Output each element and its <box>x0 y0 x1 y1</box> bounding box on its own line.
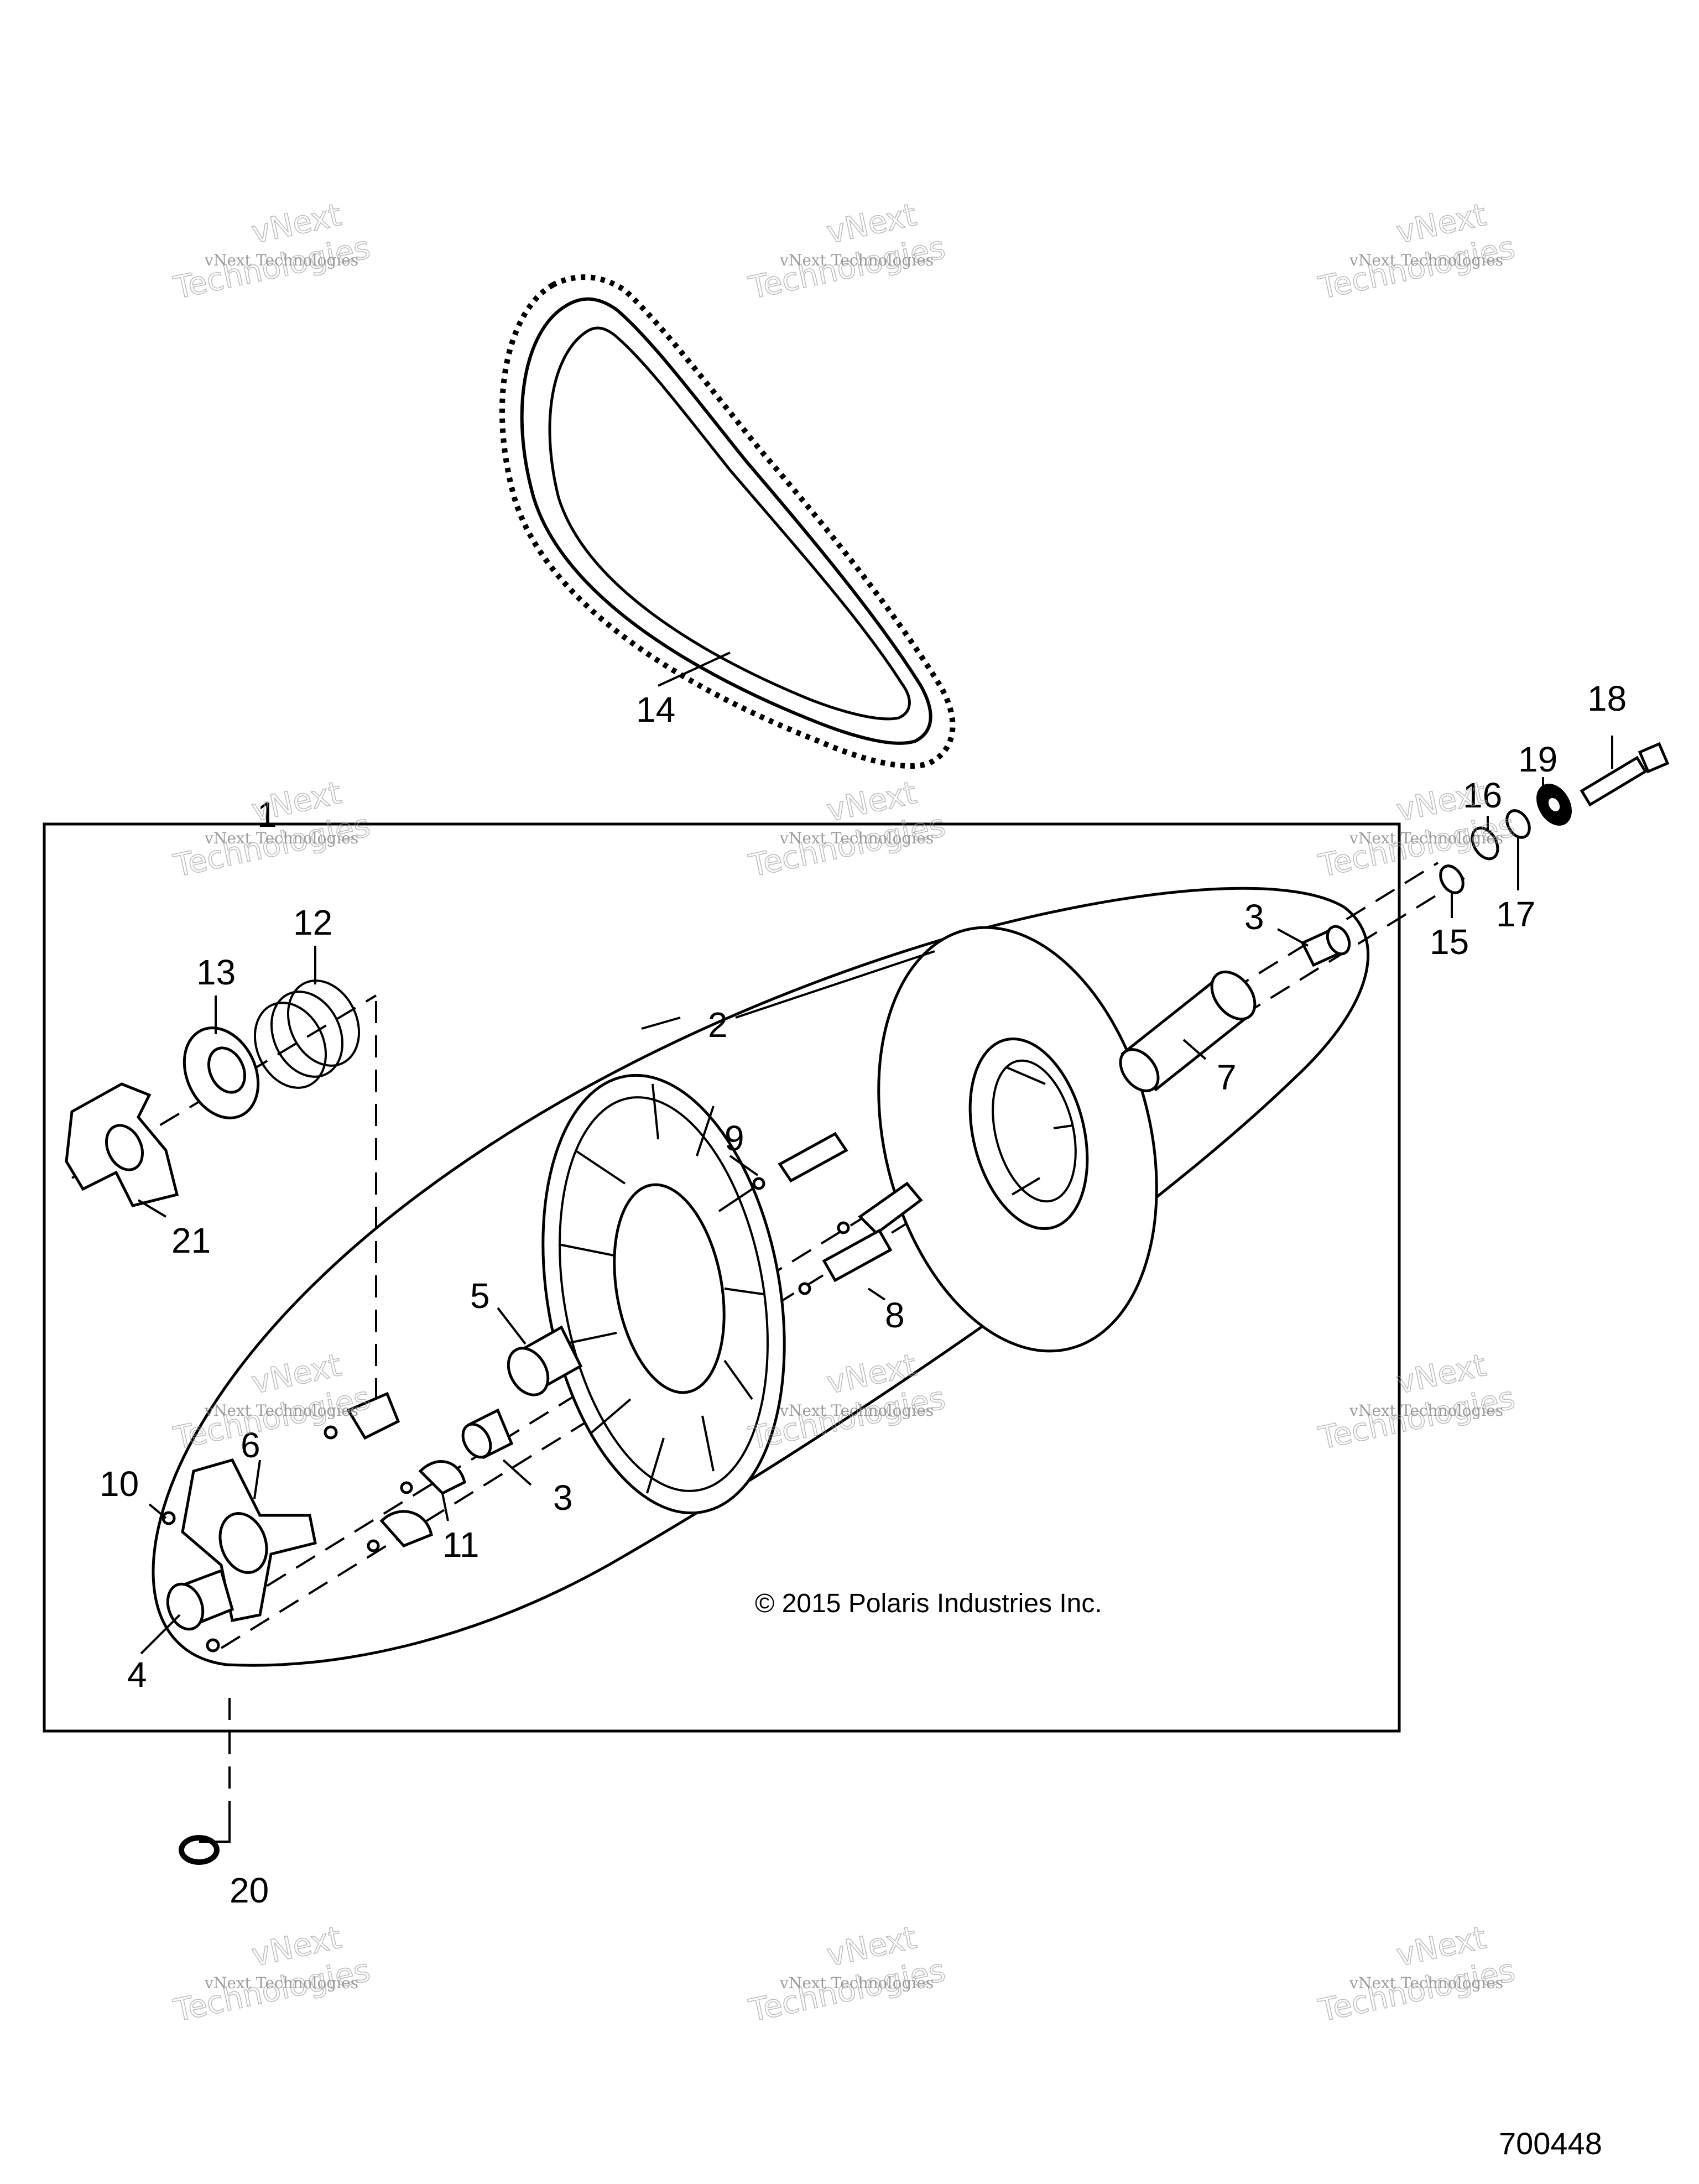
bushing-upper <box>1300 925 1351 967</box>
callout-2: 2 <box>708 1005 728 1045</box>
diagram-reference-number: 700448 <box>1499 2126 1602 2161</box>
shaft <box>1119 970 1257 1092</box>
spider <box>181 1458 317 1622</box>
callout-20: 20 <box>230 1870 269 1910</box>
copyright-notice: © 2015 Polaris Industries Inc. <box>755 1589 1102 1618</box>
callout-13: 13 <box>196 952 236 992</box>
leader-lines <box>137 651 1613 1843</box>
drive-belt <box>499 274 956 769</box>
callout-6: 6 <box>241 1425 260 1465</box>
retainer-13 <box>183 1026 260 1119</box>
bushing-5 <box>507 1325 583 1396</box>
watermark-grid: vNext Technologies vNext Technologies vN… <box>170 196 1519 2029</box>
callout-3-lower: 3 <box>553 1478 573 1518</box>
watermark-text: vNext Technologies <box>779 1401 934 1420</box>
callout-21: 21 <box>171 1221 211 1260</box>
watermark-text: vNext Technologies <box>1349 829 1503 847</box>
callout-18: 18 <box>1587 679 1627 718</box>
fixed-sheave <box>877 926 1158 1353</box>
bearing-4 <box>166 1568 234 1631</box>
watermark-text: vNext Technologies <box>204 829 358 847</box>
watermark-text: vNext Technologies <box>779 829 934 847</box>
callout-14: 14 <box>636 690 675 729</box>
callout-15: 15 <box>1430 922 1469 962</box>
button-shoe-upper <box>324 1391 400 1440</box>
callout-19: 19 <box>1518 739 1557 779</box>
spider-21 <box>65 1082 179 1207</box>
callout-16: 16 <box>1463 775 1502 815</box>
callout-9: 9 <box>725 1118 744 1158</box>
callout-17: 17 <box>1496 894 1535 934</box>
spring-12 <box>253 979 361 1089</box>
watermark-text: vNext Technologies <box>779 251 934 269</box>
watermark-text: vNext Technologies <box>204 251 358 269</box>
watermark-text: vNext Technologies <box>204 1974 358 1992</box>
callout-7: 7 <box>1217 1057 1237 1097</box>
bolt-18 <box>1580 742 1670 807</box>
o-ring-20 <box>179 1835 220 1865</box>
button-shoe-11 <box>367 1460 466 1552</box>
callout-labels: 1 2 3 3 4 5 6 7 8 9 10 11 12 13 14 15 16… <box>100 679 1627 1910</box>
washer-19 <box>1536 784 1572 826</box>
watermark-text: vNext Technologies <box>204 1401 358 1420</box>
assembly-frame <box>43 822 1401 1733</box>
callout-10: 10 <box>100 1464 139 1504</box>
callout-1: 1 <box>257 795 277 835</box>
watermark-text: vNext Technologies <box>779 1974 934 1992</box>
watermark-text: vNext Technologies <box>1349 1401 1503 1420</box>
clutch-outline <box>152 887 1370 1667</box>
callout-8: 8 <box>885 1295 905 1335</box>
screw-10 <box>161 1511 220 1653</box>
watermark-text: vNext Technologies <box>1349 1974 1503 1992</box>
callout-4: 4 <box>127 1655 147 1695</box>
callout-3-upper: 3 <box>1244 897 1264 937</box>
moveable-sheave <box>541 1073 786 1515</box>
callout-12: 12 <box>293 903 332 942</box>
washer-17 <box>1505 809 1531 839</box>
washer-15 <box>1439 864 1465 894</box>
callout-11: 11 <box>442 1525 479 1565</box>
bushing-lower <box>461 1408 514 1460</box>
washer-16 <box>1471 826 1499 861</box>
roller-8 <box>798 1181 923 1295</box>
callout-5: 5 <box>470 1276 490 1316</box>
watermark-text: vNext Technologies <box>1349 251 1503 269</box>
roller-9 <box>752 1132 848 1190</box>
